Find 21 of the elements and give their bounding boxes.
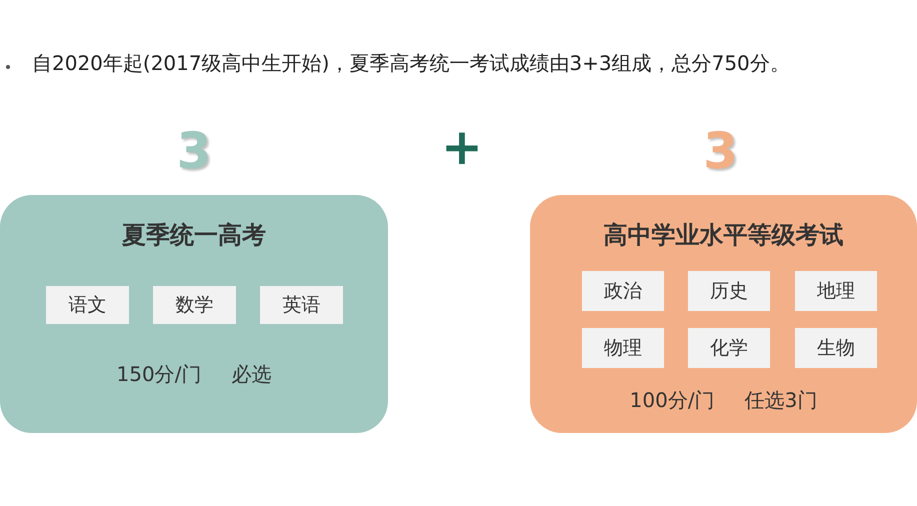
subject-box: 政治 — [582, 271, 664, 311]
plus-sign: + — [440, 118, 484, 176]
score-note: 100分/门 — [630, 387, 715, 414]
title: 自2020年起(2017级高中生开始)，夏季高考统一考试成绩由3+3组成，总分750分。 — [32, 50, 790, 77]
exam-panel — [530, 195, 917, 433]
score-note: 任选3门 — [744, 387, 818, 414]
subject-box: 生物 — [795, 328, 877, 368]
panel-heading: 夏季统一高考 — [121, 220, 267, 251]
count-number: 3 — [702, 122, 739, 180]
subject-box: 物理 — [582, 328, 664, 368]
subject-box: 数学 — [153, 286, 236, 324]
score-note: 必选 — [231, 361, 272, 388]
subject-box: 历史 — [688, 271, 770, 311]
panel-heading: 高中学业水平等级考试 — [602, 220, 844, 251]
subject-box: 语文 — [46, 286, 129, 324]
score-note: 150分/门 — [116, 361, 202, 388]
exam-panel — [0, 195, 388, 433]
subject-box: 地理 — [795, 271, 877, 311]
subject-box: 英语 — [260, 286, 343, 324]
subject-box: 化学 — [688, 328, 770, 368]
count-number: 3 — [176, 122, 212, 180]
